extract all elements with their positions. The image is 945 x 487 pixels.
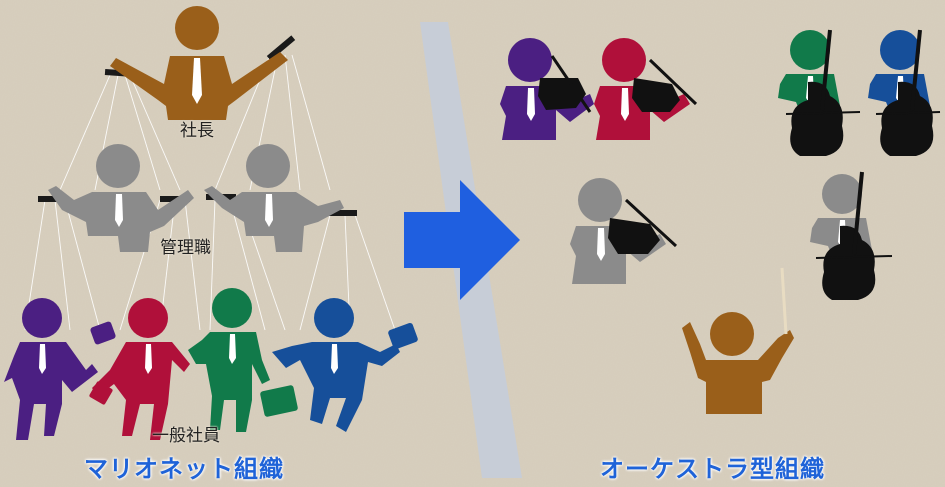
employee-figure-purple	[4, 298, 116, 440]
manager-figure-right	[204, 144, 344, 252]
caption-marionette-organization: マリオネット組織	[84, 455, 284, 483]
employee-figure-crimson	[89, 298, 190, 440]
president-tie	[192, 58, 202, 104]
cellist-figure-grey	[810, 171, 893, 300]
employee-tie-purple	[39, 344, 46, 374]
cellist-figure-green	[778, 29, 861, 156]
manager-tie-left	[115, 194, 123, 227]
employee-tie-green	[229, 334, 236, 364]
employee-tie-crimson	[145, 344, 152, 374]
label-employees: 一般社員	[152, 426, 220, 446]
caption-orchestra-organization: オーケストラ型組織	[600, 455, 825, 483]
violinist-figure-grey	[570, 178, 678, 284]
employee-tie-blue	[331, 344, 338, 374]
conductor-baton	[780, 267, 788, 335]
employee-figure-green	[188, 288, 298, 432]
manager-tie-right	[265, 194, 273, 227]
label-managers: 管理職	[160, 238, 211, 258]
label-president: 社長	[180, 121, 214, 141]
conductor-figure	[682, 312, 794, 414]
violinist-figure-crimson	[594, 38, 698, 140]
employee-figure-blue	[272, 298, 418, 432]
arrow-right-icon	[404, 180, 520, 300]
cellist-figure-blue	[868, 29, 941, 156]
violinist-figure-purple	[500, 38, 594, 140]
